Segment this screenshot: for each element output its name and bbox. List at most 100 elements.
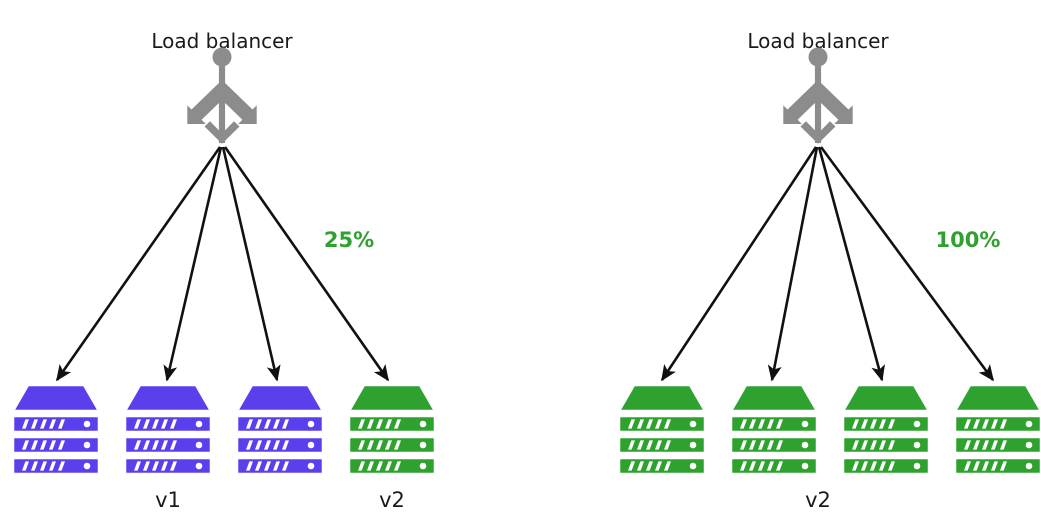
server-vent-slash: [161, 419, 168, 429]
server-rack-unit: [123, 414, 213, 434]
server-node: [123, 383, 213, 476]
server-status-dot: [689, 420, 697, 428]
server-rack-unit: [729, 456, 819, 476]
server-vent-slash: [852, 419, 859, 429]
server-vent-slash: [888, 461, 895, 471]
server-vent-slash: [273, 440, 280, 450]
server-vent-slash: [973, 440, 980, 450]
server-vent-slash: [358, 419, 365, 429]
server-vent-slash: [646, 461, 653, 471]
version-label-v2-right: v2: [805, 488, 831, 512]
traffic-arrows-before: [55, 146, 390, 382]
server-status-dot: [913, 441, 921, 449]
traffic-arrow: [223, 146, 390, 382]
server-vent-slash: [282, 419, 289, 429]
server-status-dot: [801, 420, 809, 428]
server-status-dot: [307, 420, 315, 428]
server-vent-slash: [740, 440, 747, 450]
server-top-trapezoid: [617, 383, 707, 413]
server-rack-unit: [617, 414, 707, 434]
server-vent-slash: [664, 419, 671, 429]
server-vent-slash: [991, 461, 998, 471]
server-vent-slash: [161, 461, 168, 471]
load-balancer-icon-after: [783, 47, 853, 144]
server-top-trapezoid: [347, 383, 437, 413]
server-rack-unit: [347, 435, 437, 455]
server-top-trapezoid: [729, 383, 819, 413]
server-rack-unit: [123, 435, 213, 455]
server-vent-slash: [861, 419, 868, 429]
server-node: [841, 383, 931, 476]
server-vent-slash: [646, 440, 653, 450]
server-rack-unit: [235, 414, 325, 434]
server-vent-slash: [152, 419, 159, 429]
server-top-trapezoid: [841, 383, 931, 413]
server-vent-slash: [758, 440, 765, 450]
server-vent-slash: [767, 461, 774, 471]
server-rack-unit: [11, 456, 101, 476]
server-vent-slash: [973, 419, 980, 429]
server-vent-slash: [879, 440, 886, 450]
server-vent-slash: [664, 440, 671, 450]
server-vent-slash: [982, 419, 989, 429]
server-vent-slash: [655, 440, 662, 450]
server-vent-slash: [870, 440, 877, 450]
server-vent-slash: [861, 461, 868, 471]
server-status-dot: [1025, 441, 1033, 449]
server-vent-slash: [646, 419, 653, 429]
server-status-dot: [195, 420, 203, 428]
server-node: [729, 383, 819, 476]
server-node: [11, 383, 101, 476]
load-balancer-icon-before: [187, 47, 257, 144]
server-vent-slash: [255, 461, 262, 471]
server-vent-slash: [246, 461, 253, 471]
server-vent-slash: [152, 440, 159, 450]
server-status-dot: [195, 462, 203, 470]
server-vent-slash: [255, 440, 262, 450]
server-vent-slash: [367, 419, 374, 429]
server-vent-slash: [170, 440, 177, 450]
server-vent-slash: [40, 440, 47, 450]
server-vent-slash: [376, 419, 383, 429]
server-status-dot: [195, 441, 203, 449]
server-vent-slash: [740, 419, 747, 429]
server-vent-slash: [40, 419, 47, 429]
server-vent-slash: [264, 419, 271, 429]
server-vent-slash: [394, 461, 401, 471]
server-vent-slash: [973, 461, 980, 471]
traffic-arrow: [55, 146, 222, 382]
server-rack-unit: [11, 435, 101, 455]
server-vent-slash: [358, 461, 365, 471]
server-vent-slash: [264, 461, 271, 471]
server-vent-slash: [991, 419, 998, 429]
server-vent-slash: [385, 419, 392, 429]
server-vent-slash: [776, 461, 783, 471]
server-vent-slash: [385, 461, 392, 471]
server-vent-slash: [58, 461, 65, 471]
traffic-percent-after: 100%: [936, 228, 1001, 252]
server-vent-slash: [255, 419, 262, 429]
traffic-arrow: [163, 146, 223, 382]
server-vent-slash: [1000, 461, 1007, 471]
server-node: [617, 383, 707, 476]
server-rack-unit: [347, 456, 437, 476]
server-status-dot: [419, 420, 427, 428]
server-vent-slash: [982, 440, 989, 450]
server-vent-slash: [58, 440, 65, 450]
server-vent-slash: [776, 419, 783, 429]
server-group-after: [617, 383, 1041, 476]
server-rack-unit: [953, 456, 1041, 476]
server-vent-slash: [637, 461, 644, 471]
version-label-v2-left: v2: [379, 488, 405, 512]
server-vent-slash: [1000, 440, 1007, 450]
server-vent-slash: [22, 419, 29, 429]
server-vent-slash: [767, 419, 774, 429]
server-vent-slash: [628, 419, 635, 429]
traffic-arrow: [767, 146, 819, 382]
server-vent-slash: [394, 440, 401, 450]
server-vent-slash: [273, 461, 280, 471]
server-rack-unit: [617, 456, 707, 476]
server-rack-unit: [617, 435, 707, 455]
server-rack-unit: [841, 456, 931, 476]
